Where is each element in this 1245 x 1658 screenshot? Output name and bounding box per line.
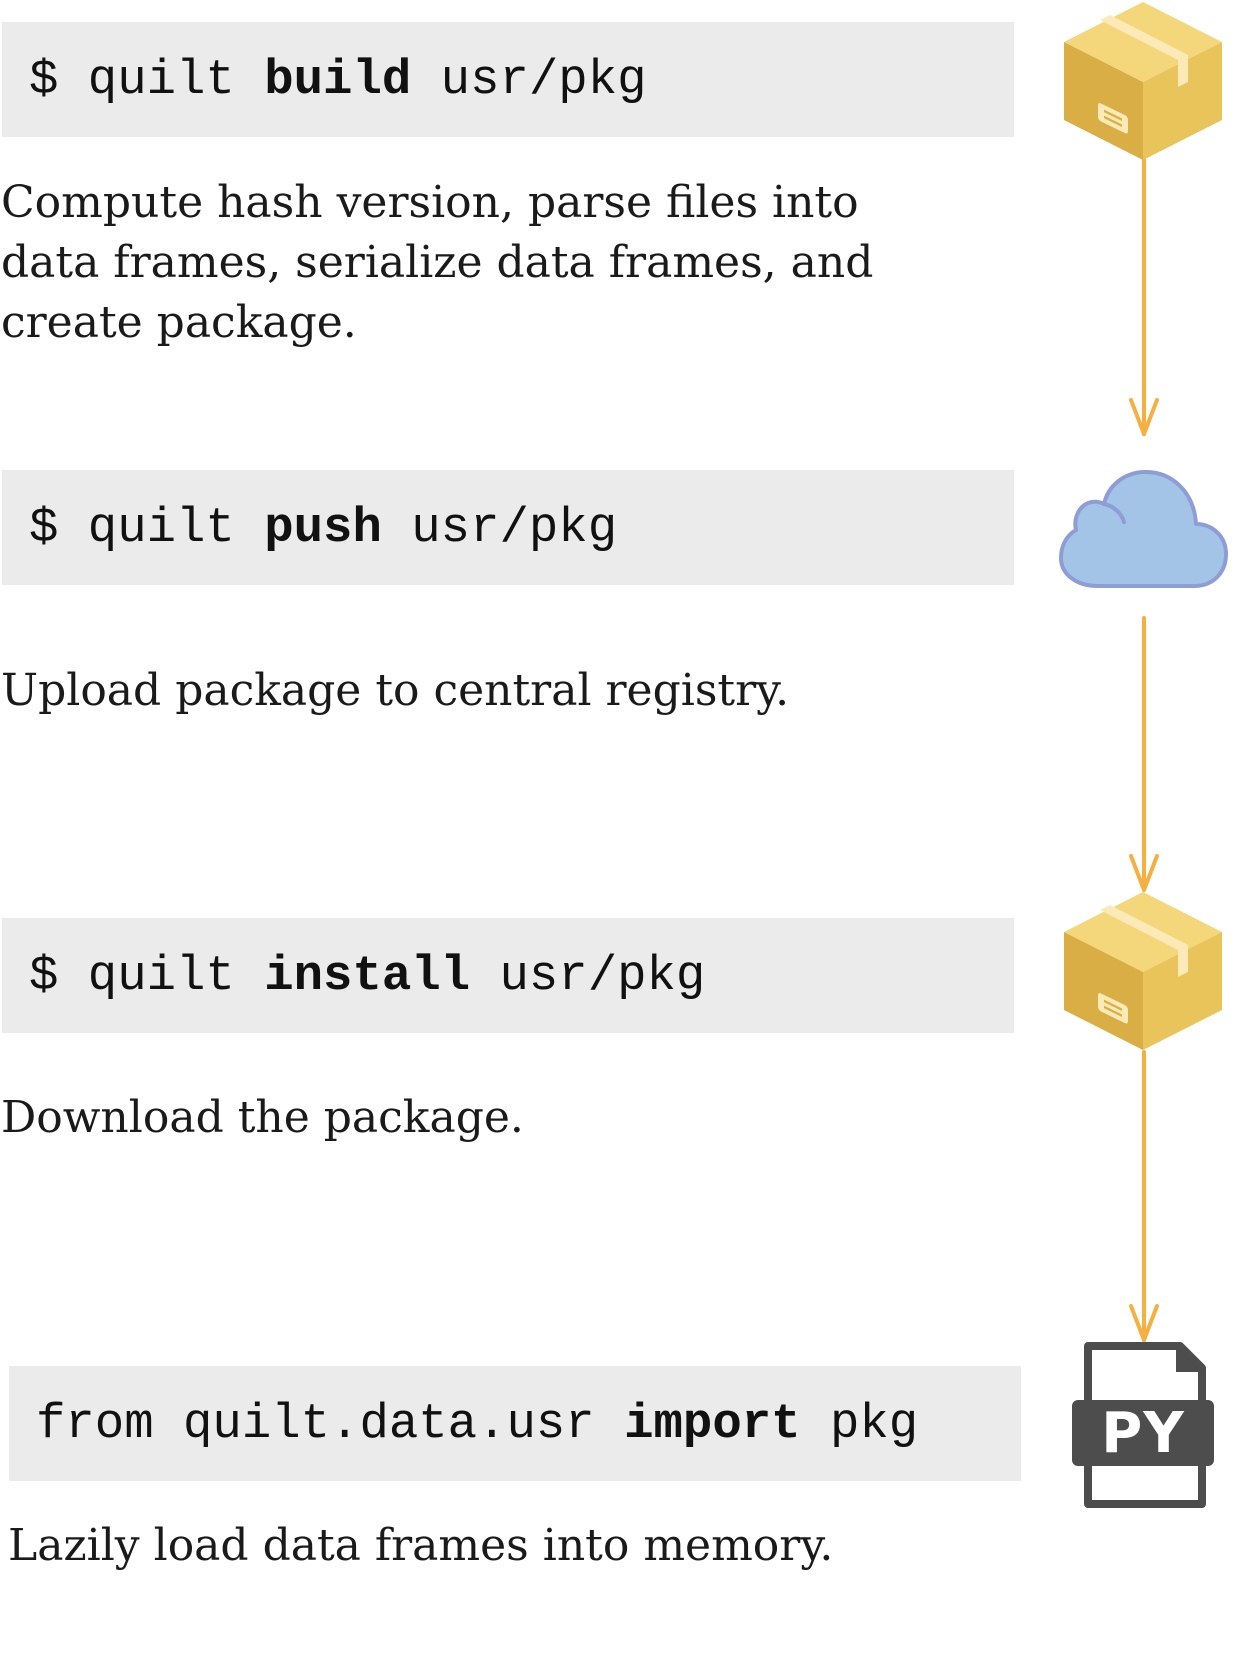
import-statement-keyword: import [624,1395,801,1452]
push-description: Upload package to central registry. [1,665,790,716]
python-file-label: PY [1101,1400,1185,1466]
build-command-suffix: usr/pkg [411,51,647,108]
build-command-prefix: $ quilt [29,51,265,108]
python-file-icon: PY [1070,1342,1220,1508]
build-command-keyword: build [264,51,412,108]
push-command-keyword: push [264,499,382,556]
package-box-icon [1064,892,1222,1050]
install-command-suffix: usr/pkg [470,947,706,1004]
install-command-keyword: install [264,947,471,1004]
build-description: Compute hash version, parse files into d… [1,177,874,348]
import-statement-prefix: from quilt.data.usr [36,1395,625,1452]
arrowhead-install-to-import [1129,1304,1159,1342]
arrowhead-build-to-push [1129,398,1159,436]
build-command: $ quilt build usr/pkg [2,22,1014,137]
import-description: Lazily load data frames into memory. [8,1520,834,1571]
package-box-icon [1064,2,1222,160]
push-command-suffix: usr/pkg [381,499,618,556]
arrowhead-push-to-install [1129,854,1159,892]
push-command: $ quilt push usr/pkg [2,470,1014,585]
install-command: $ quilt install usr/pkg [2,918,1014,1033]
import-statement-suffix: pkg [800,1395,919,1452]
import-statement: from quilt.data.usr import pkg [9,1366,1021,1481]
install-description: Download the package. [1,1092,524,1143]
push-command-prefix: $ quilt [29,499,265,556]
install-command-prefix: $ quilt [29,947,265,1004]
cloud-icon [1059,470,1228,588]
